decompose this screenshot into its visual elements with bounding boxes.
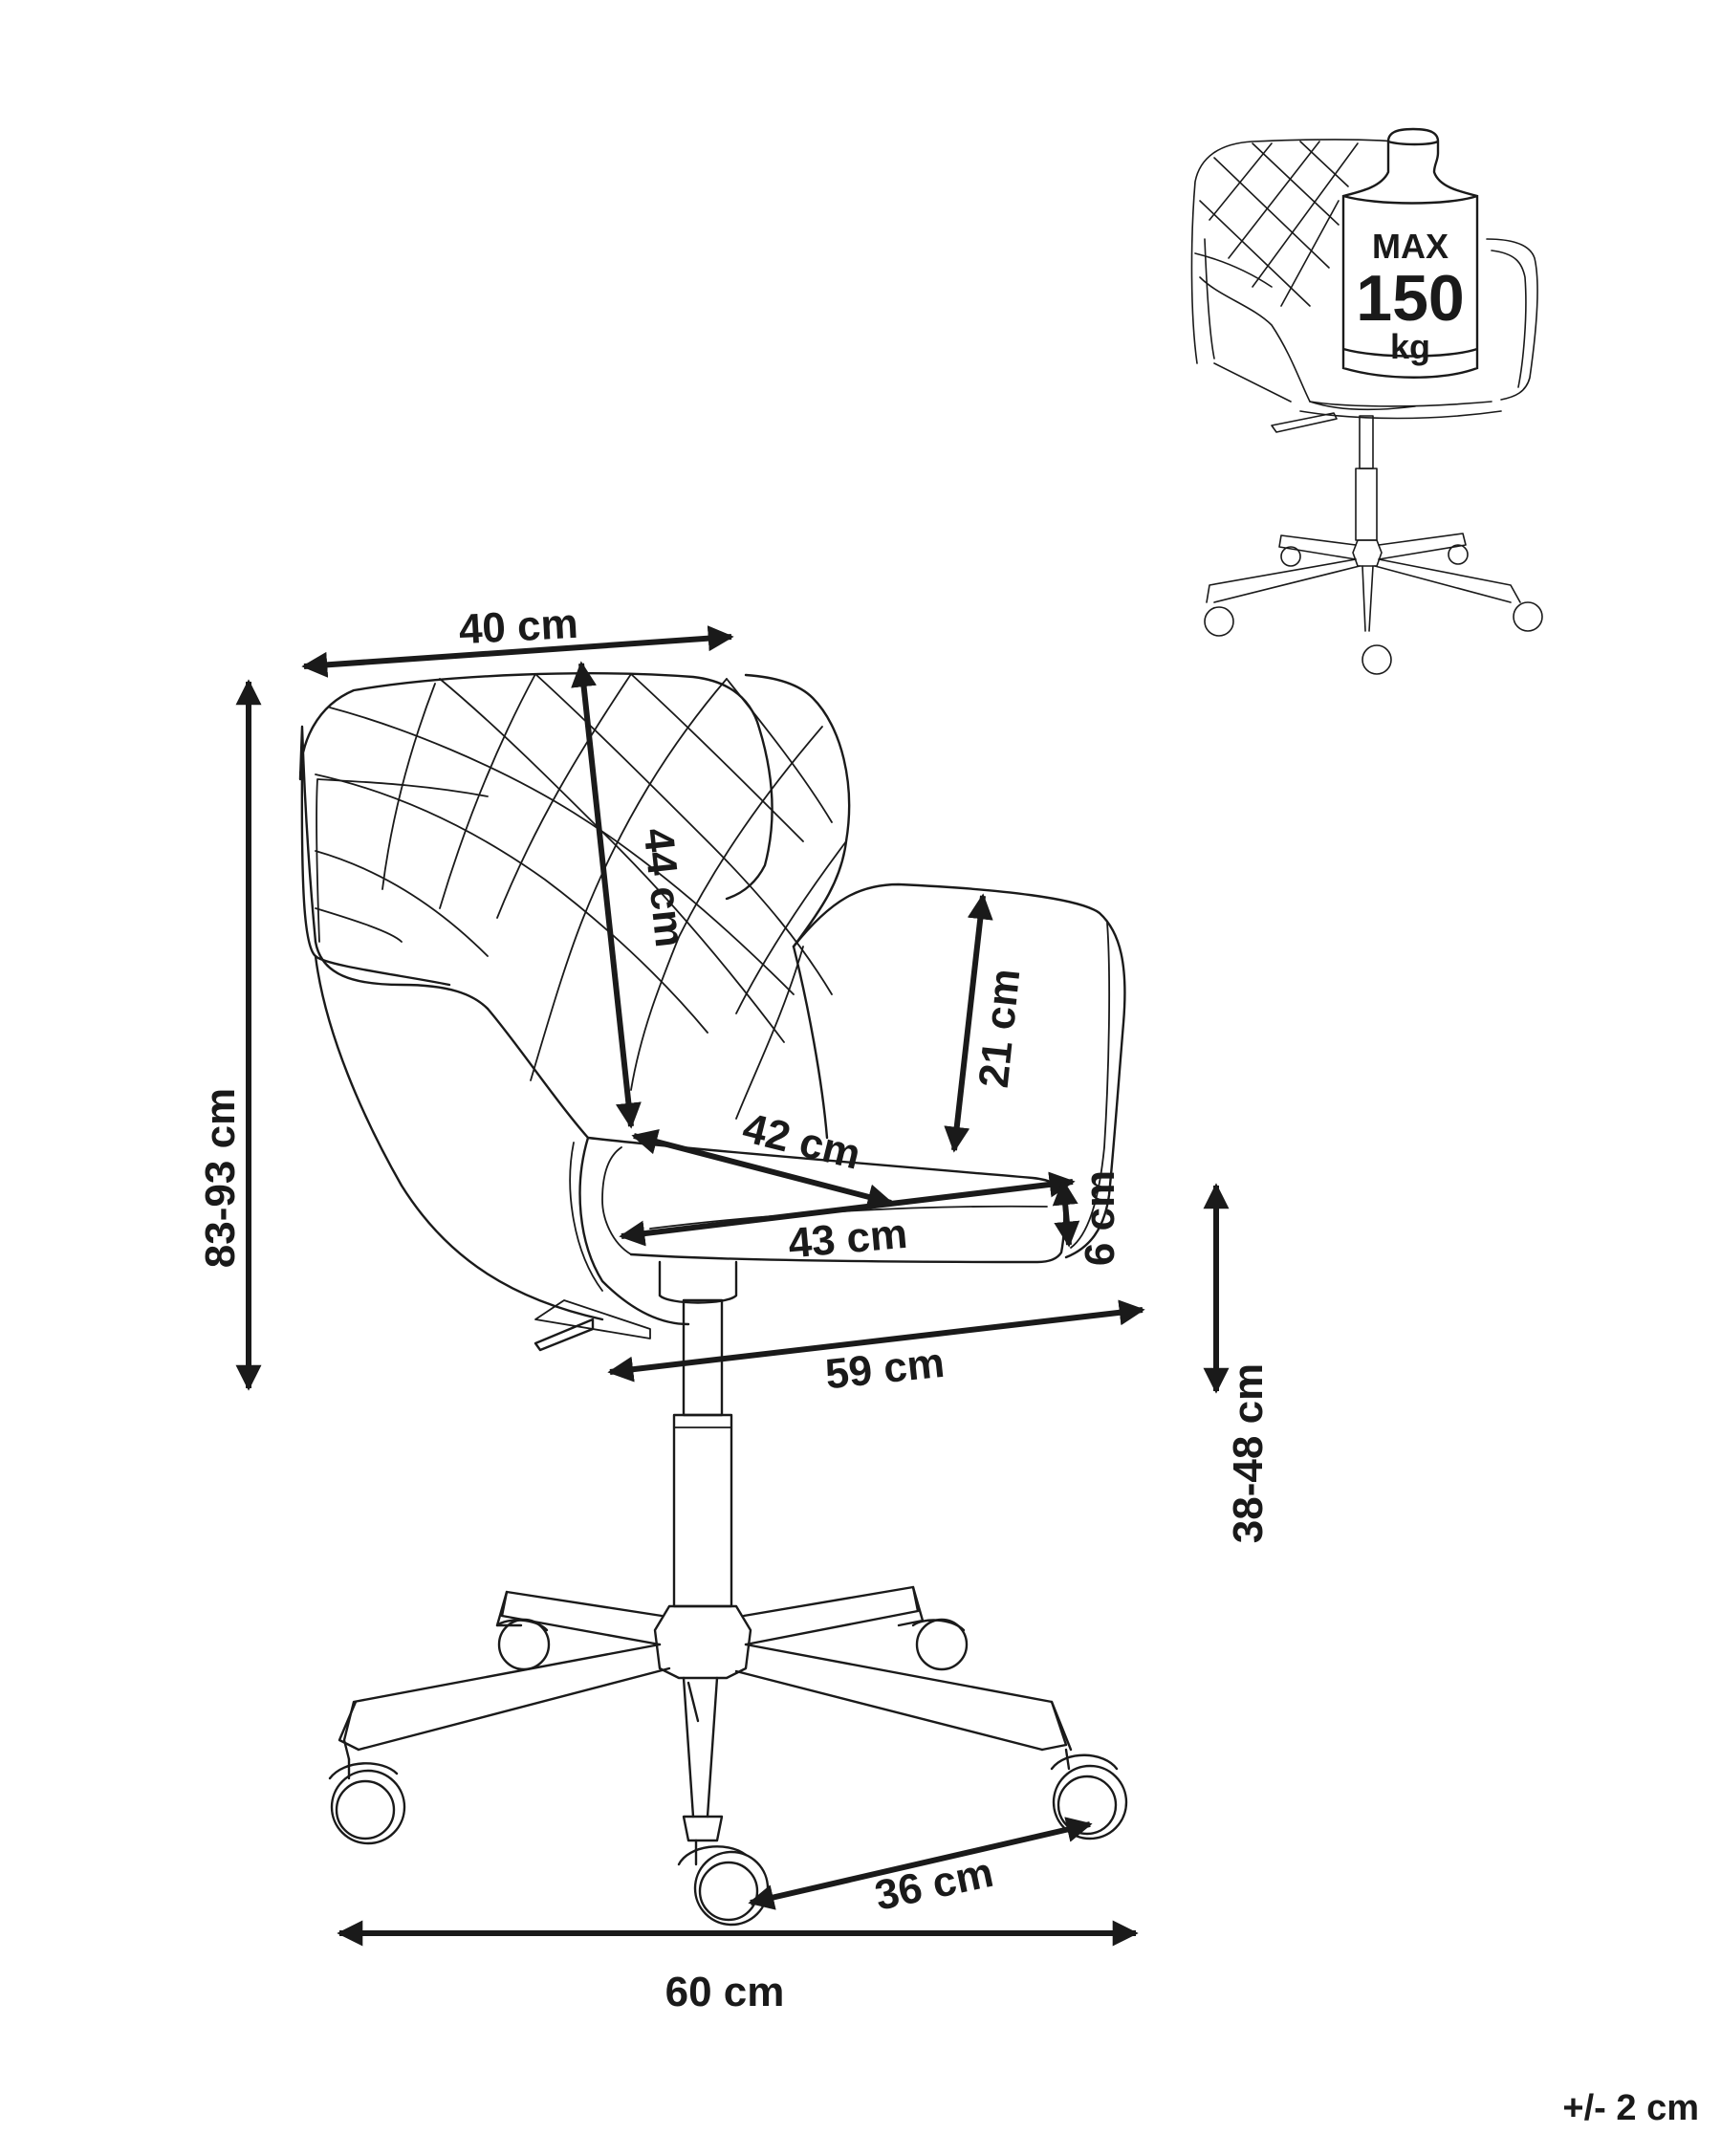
arrow-seat-thickness [1052,1179,1080,1248]
arrow-backrest-width [301,625,734,678]
label-seat-thickness: 6 cm [1077,1170,1123,1266]
caster-back-right [911,1618,969,1671]
caster-front-left [328,1757,406,1845]
star-base [338,1585,1073,1842]
caster-front [677,1839,770,1927]
label-base-width: 60 cm [665,1969,785,2015]
label-backrest-width: 40 cm [458,600,579,653]
dimension-arrows [235,625,1230,1947]
label-backrest-height: 44 cm [635,826,694,949]
caster-back-left [495,1618,551,1671]
label-overall-height: 83-93 cm [197,1088,244,1268]
arrow-armrest-height [944,893,993,1153]
label-caster-spacing: 36 cm [871,1849,997,1920]
arrow-caster-spacing [748,1817,1093,1910]
backrest-outline [298,672,773,944]
arrow-seat-width [619,1171,1076,1247]
quilt-pattern [315,673,847,1120]
casters [328,1618,1128,1927]
main-chair-icon [298,672,1128,1927]
dimension-labels: 40 cm 83-93 cm 44 cm 21 cm 42 cm 43 cm 6… [197,600,1272,2015]
arrow-chair-width [607,1299,1145,1383]
gas-lift-cylinder [672,1413,733,1608]
label-seat-height: 38-48 cm [1225,1363,1272,1543]
label-seat-width: 43 cm [786,1210,909,1268]
weight-bottle-icon: MAX 150 kg [1341,127,1479,379]
capacity-max: MAX [1372,227,1449,266]
tolerance-note: +/- 2 cm [1562,2088,1699,2128]
base-hub [653,1604,752,1680]
capacity-value: 150 [1356,262,1464,335]
capacity-unit: kg [1390,327,1430,366]
mini-chair-icon [1190,139,1543,675]
label-chair-width: 59 cm [823,1339,947,1399]
arrow-backrest-height [571,661,642,1129]
label-armrest-height: 21 cm [970,967,1030,1090]
